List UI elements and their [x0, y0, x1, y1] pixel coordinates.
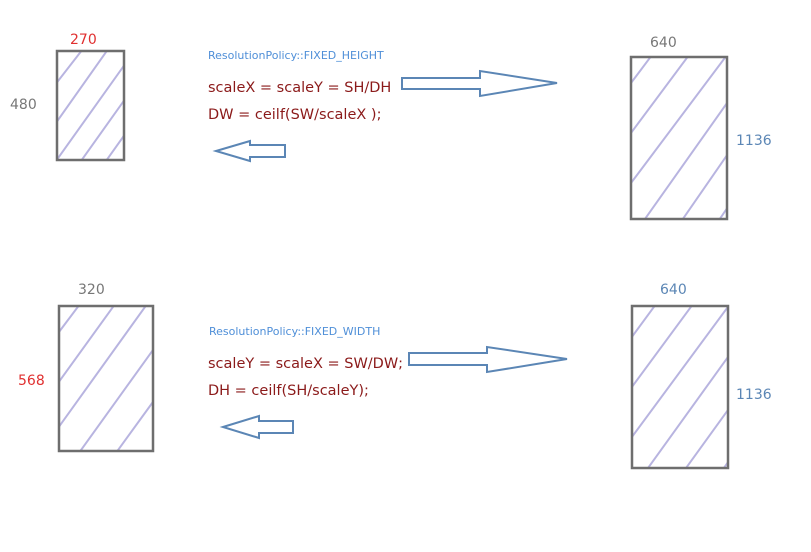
top-right-screen-rect [629, 55, 729, 221]
top-right-width-label: 640 [650, 35, 677, 51]
top-left-screen-rect [55, 49, 126, 162]
bottom-formula-line1: scaleY = scaleX = SW/DW; [208, 356, 404, 372]
hatch-lines [58, 305, 154, 452]
bottom-formula-line2: DH = ceilf(SH/scaleY); [208, 383, 369, 399]
top-policy-label: ResolutionPolicy::FIXED_HEIGHT [208, 49, 384, 62]
bottom-policy-label: ResolutionPolicy::FIXED_WIDTH [209, 325, 381, 338]
bottom-right-height-label: 1136 [736, 387, 772, 403]
bottom-right-arrow [408, 345, 568, 374]
hatch-lines [631, 305, 729, 469]
bottom-left-height-label: 568 [18, 373, 45, 389]
bottom-left-arrow [219, 414, 294, 440]
top-left-width-label: 270 [70, 32, 97, 48]
top-right-arrow [401, 69, 558, 98]
top-left-arrow [212, 139, 286, 163]
hatch-lines [630, 56, 728, 220]
top-right-height-label: 1136 [736, 133, 772, 149]
hatch-lines [56, 50, 125, 161]
top-formula-line1: scaleX = scaleY = SH/DH [208, 80, 392, 96]
bottom-right-screen-rect [630, 304, 730, 470]
top-left-height-label: 480 [10, 97, 37, 113]
bottom-left-width-label: 320 [78, 282, 105, 298]
bottom-right-width-label: 640 [660, 282, 687, 298]
bottom-left-screen-rect [57, 304, 155, 453]
top-formula-line2: DW = ceilf(SW/scaleX ); [208, 107, 382, 123]
